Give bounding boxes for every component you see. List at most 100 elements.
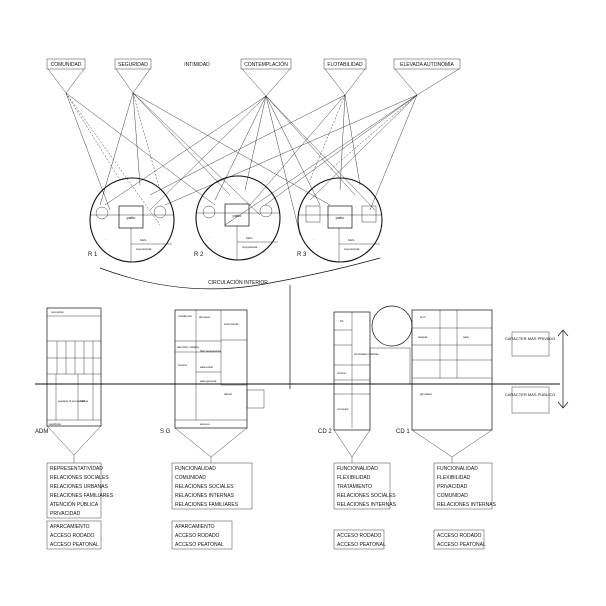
room-bath-label: baño bbox=[246, 236, 253, 240]
module-cell: gimnasio bbox=[420, 392, 432, 396]
property-item: COMUNIDAD bbox=[437, 493, 468, 499]
property-item: FUNCIONALIDAD bbox=[337, 466, 378, 472]
room-mark: · · · bbox=[310, 237, 315, 241]
module-cell: comedor bbox=[337, 407, 349, 411]
module-cell: espacio & encuentro bbox=[58, 399, 86, 403]
concept-row: COMUNIDAD SEGURIDAD INTIMIDAD CONTEMPLAC… bbox=[46, 58, 461, 97]
property-item: FUNCIONALIDAD bbox=[437, 466, 478, 472]
access-item: APARCAMIENTO bbox=[50, 524, 90, 530]
property-item: REPRESENTATIVIDAD bbox=[50, 466, 103, 472]
property-item: TRATAMIENTO bbox=[337, 484, 372, 490]
concept-flotabilidad: FLOTABILIDAD bbox=[323, 58, 367, 96]
concept-comunidad: COMUNIDAD bbox=[46, 58, 86, 94]
property-item: ATENCIÓN PÚBLICA bbox=[50, 501, 99, 508]
module-header: residencia bbox=[178, 314, 192, 318]
module-label: ADM bbox=[35, 429, 48, 435]
access-item: ACCESO RODADO bbox=[50, 533, 95, 539]
concept-seguridad: SEGURIDAD bbox=[114, 58, 152, 94]
interior-circulation: CIRCULACIÓN INTERIOR bbox=[99, 257, 381, 389]
module-cell: cocina bbox=[337, 371, 346, 375]
room-bath-label: baño bbox=[348, 238, 355, 242]
access-item: ACCESO PEATONAL bbox=[437, 542, 486, 548]
property-item: PRIVACIDAD bbox=[50, 511, 81, 517]
concept-label: ELEVADA AUTONOMÍA bbox=[400, 61, 454, 68]
module-cell: H₂O bbox=[420, 315, 426, 319]
module-cell: acceso bbox=[200, 422, 210, 426]
access-item: ACCESO PEATONAL bbox=[50, 542, 99, 548]
property-item: RELACIONES SOCIALES bbox=[337, 493, 396, 499]
module-cd2: consultas médicas Ps cocina comedor CD 2 bbox=[318, 305, 413, 463]
concept-label: CONTEMPLACIÓN bbox=[244, 61, 288, 68]
module-cd1: H₂O terapia sala gimnasio CD 1 bbox=[396, 309, 493, 463]
character-public-label: CARACTER MAS PÚBLICO bbox=[505, 392, 555, 397]
module-sg: residencia enfermeria almacen atención m… bbox=[160, 309, 265, 463]
room-label: R 3 bbox=[297, 252, 307, 258]
room-r2: patio baño crepuscular · · · R 2 bbox=[194, 175, 281, 261]
property-item: FLEXIBILIDAD bbox=[437, 475, 471, 481]
property-list-sg: FUNCIONALIDAD COMUNIDAD RELACIONES SOCIA… bbox=[171, 462, 253, 550]
room-bottom-label: crepuscular bbox=[242, 245, 258, 249]
access-item: ACCESO PEATONAL bbox=[175, 542, 224, 548]
module-cell: vestíbulo bbox=[49, 422, 61, 426]
module-cell: almacen bbox=[199, 315, 211, 319]
concept-elevada-autonomia: ELEVADA AUTONOMÍA bbox=[393, 58, 461, 96]
module-adm: recepcion espacio & encuentro baños vest… bbox=[35, 307, 102, 463]
module-header: recepcion bbox=[51, 310, 64, 314]
access-item: APARCAMIENTO bbox=[175, 524, 215, 530]
concept-label: SEGURIDAD bbox=[118, 62, 148, 68]
property-item: FUNCIONALIDAD bbox=[175, 466, 216, 472]
property-list-cd1: FUNCIONALIDAD FLEXIBILIDAD PRIVACIDAD CO… bbox=[433, 462, 497, 550]
module-cell: baños bbox=[80, 399, 89, 403]
property-item: RELACIONES SOCIALES bbox=[175, 484, 234, 490]
concept-label: INTIMIDAD bbox=[184, 62, 210, 68]
module-label: S G bbox=[160, 429, 171, 435]
room-center-label: patio bbox=[233, 213, 242, 218]
property-item: RELACIONES FAMILIARES bbox=[50, 493, 114, 499]
concept-intimidad: INTIMIDAD bbox=[184, 62, 210, 68]
module-cell: Ps bbox=[340, 319, 344, 323]
room-bottom-label: crepuscular bbox=[344, 247, 360, 251]
module-cell: sala general bbox=[200, 379, 217, 383]
module-label: CD 2 bbox=[318, 429, 332, 435]
property-item: COMUNIDAD bbox=[175, 475, 206, 481]
access-item: ACCESO RODADO bbox=[337, 533, 382, 539]
property-item: RELACIONES INTERNAS bbox=[437, 502, 497, 508]
property-item: RELACIONES URBANAS bbox=[50, 484, 108, 490]
room-mark: . . bbox=[104, 189, 107, 193]
access-item: ACCESO RODADO bbox=[437, 533, 482, 539]
property-item: RELACIONES SOCIALES bbox=[50, 475, 109, 481]
property-item: RELACIONES FAMILIARES bbox=[175, 502, 239, 508]
property-item: FLEXIBILIDAD bbox=[337, 475, 371, 481]
module-cell: enfermeria bbox=[224, 322, 239, 326]
property-list-adm: REPRESENTATIVIDAD RELACIONES SOCIALES RE… bbox=[46, 462, 114, 550]
module-cell: consultas médicas bbox=[354, 352, 379, 356]
concept-label: COMUNIDAD bbox=[51, 62, 82, 68]
room-mark: · · · bbox=[102, 237, 107, 241]
module-cell: fisio terapeutica bbox=[200, 349, 221, 353]
room-label: R 1 bbox=[88, 252, 98, 258]
property-item: PRIVACIDAD bbox=[437, 484, 468, 490]
property-item: RELACIONES INTERNAS bbox=[337, 502, 397, 508]
room-center-label: patio bbox=[127, 215, 136, 220]
module-cell: atención médica bbox=[177, 345, 199, 349]
module-label: CD 1 bbox=[396, 429, 410, 435]
room-mark: · · · bbox=[206, 235, 211, 239]
concept-contemplacion: CONTEMPLACIÓN bbox=[240, 58, 292, 97]
property-item: RELACIONES INTERNAS bbox=[175, 493, 235, 499]
module-cell: sala estar bbox=[200, 365, 213, 369]
access-item: ACCESO PEATONAL bbox=[337, 542, 386, 548]
room-r3: patio baño crepuscular · · · R 3 bbox=[297, 177, 383, 263]
room-label: R 2 bbox=[194, 252, 204, 258]
module-cell: cocina bbox=[178, 363, 187, 367]
room-bottom-label: crepuscular bbox=[136, 247, 152, 251]
access-item: ACCESO RODADO bbox=[175, 533, 220, 539]
concept-label: FLOTABILIDAD bbox=[327, 62, 363, 68]
room-center-label: patio bbox=[336, 215, 345, 220]
property-list-cd2: FUNCIONALIDAD FLEXIBILIDAD TRATAMIENTO R… bbox=[333, 462, 397, 550]
circulation-label: CIRCULACIÓN INTERIOR bbox=[208, 279, 268, 286]
character-indicator: CARACTER MAS PRIVADO CARACTER MAS PÚBLIC… bbox=[505, 329, 569, 414]
module-cell: admin bbox=[224, 392, 233, 396]
module-cell: sala bbox=[463, 335, 469, 339]
character-private-label: CARACTER MAS PRIVADO bbox=[505, 336, 556, 341]
